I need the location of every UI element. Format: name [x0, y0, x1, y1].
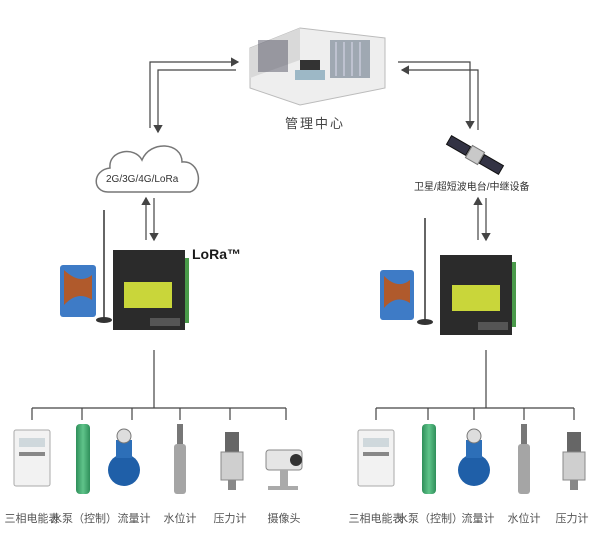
cloud-icon [95, 145, 200, 193]
left-level-sensor-icon [174, 424, 186, 494]
left-card-icon [60, 265, 96, 317]
right-sensor-label-level: 水位计 [507, 513, 541, 525]
right-level-sensor-icon [518, 424, 530, 494]
right-rtu-icon [440, 255, 516, 335]
left-sensor-label-pump: 水泵（控制） [51, 513, 117, 525]
lora-logo: LoRa™ [192, 246, 241, 262]
right-network-label: 卫星/超短波电台/中继设备 [414, 182, 530, 193]
right-card-icon [380, 270, 414, 320]
left-pump-icon [76, 424, 90, 494]
right-bus-lines [375, 350, 575, 420]
left-flowmeter-icon [108, 428, 140, 486]
right-antenna-icon [417, 218, 433, 325]
left-sensor-label-level: 水位计 [163, 513, 197, 525]
right-pump-icon [422, 424, 436, 494]
control-room-icon [249, 27, 386, 106]
left-antenna-icon [96, 210, 112, 323]
right-sensor-label-pressure: 压力计 [555, 513, 589, 525]
cloud-label: 2G/3G/4G/LoRa [106, 174, 179, 185]
right-link-arrows [398, 61, 491, 242]
left-camera-icon [265, 449, 303, 490]
right-meter-icon [357, 429, 395, 487]
right-pressure-sensor-icon [562, 432, 586, 490]
left-meter-icon [13, 429, 51, 487]
left-sensor-label-camera: 摄像头 [267, 513, 301, 525]
left-sensor-label-flow: 流量计 [117, 513, 151, 525]
satellite-icon [445, 134, 505, 176]
center-label: 管理中心 [285, 116, 346, 131]
right-sensor-label-meter: 三相电能表 [348, 513, 404, 525]
left-rtu-icon [113, 250, 189, 330]
left-pressure-sensor-icon [220, 432, 244, 490]
right-flowmeter-icon [458, 428, 490, 486]
left-link-arrows [141, 57, 240, 242]
right-sensor-label-flow: 流量计 [461, 513, 495, 525]
left-sensor-label-pressure: 压力计 [213, 513, 247, 525]
left-sensor-label-meter: 三相电能表 [4, 513, 60, 525]
right-sensor-label-pump: 水泵（控制） [397, 513, 463, 525]
left-bus-lines [31, 350, 287, 420]
